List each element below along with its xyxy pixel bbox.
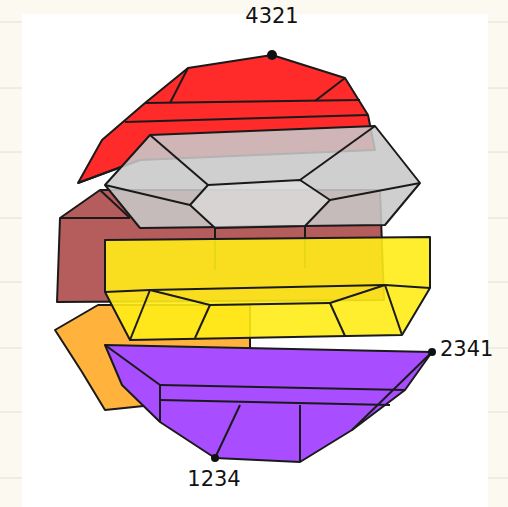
vertex-dot <box>211 454 219 462</box>
slab-edge <box>105 290 150 292</box>
white-sheet <box>22 14 488 507</box>
slab-edge <box>385 285 430 288</box>
vertex-label: 1234 <box>187 468 240 491</box>
slab-edge <box>300 126 375 180</box>
purple-base <box>105 345 432 462</box>
cap-edge <box>125 115 368 122</box>
gray-slab <box>105 126 420 228</box>
cap-edge <box>315 78 345 101</box>
vertex-label: 4321 <box>245 5 298 28</box>
slab-edge <box>210 303 330 305</box>
base-edge <box>159 385 161 422</box>
slab-edge <box>330 303 345 336</box>
vertex-dot <box>267 50 277 60</box>
base-edge <box>105 345 160 385</box>
gray-inner-face <box>190 180 330 228</box>
base-edge <box>215 405 240 458</box>
slab-edge <box>195 305 210 338</box>
base-edge <box>160 385 405 390</box>
slab-edge <box>330 285 385 303</box>
vertex-dot <box>428 348 436 356</box>
base-edge <box>160 400 390 405</box>
vertex-label: 2341 <box>440 338 493 361</box>
slab-edge <box>385 285 402 335</box>
cap-edge <box>145 100 360 103</box>
cap-edge <box>170 68 188 103</box>
yellow-slab <box>105 237 430 340</box>
base-edge <box>299 405 301 462</box>
slab-edge <box>105 185 190 205</box>
base-edge <box>352 352 432 430</box>
slab-edge <box>330 183 420 200</box>
slab-edge <box>150 290 210 305</box>
slab-edge <box>150 135 208 185</box>
slab-edge <box>60 217 130 219</box>
slab-edge <box>150 285 385 290</box>
slab-edge <box>130 290 150 340</box>
